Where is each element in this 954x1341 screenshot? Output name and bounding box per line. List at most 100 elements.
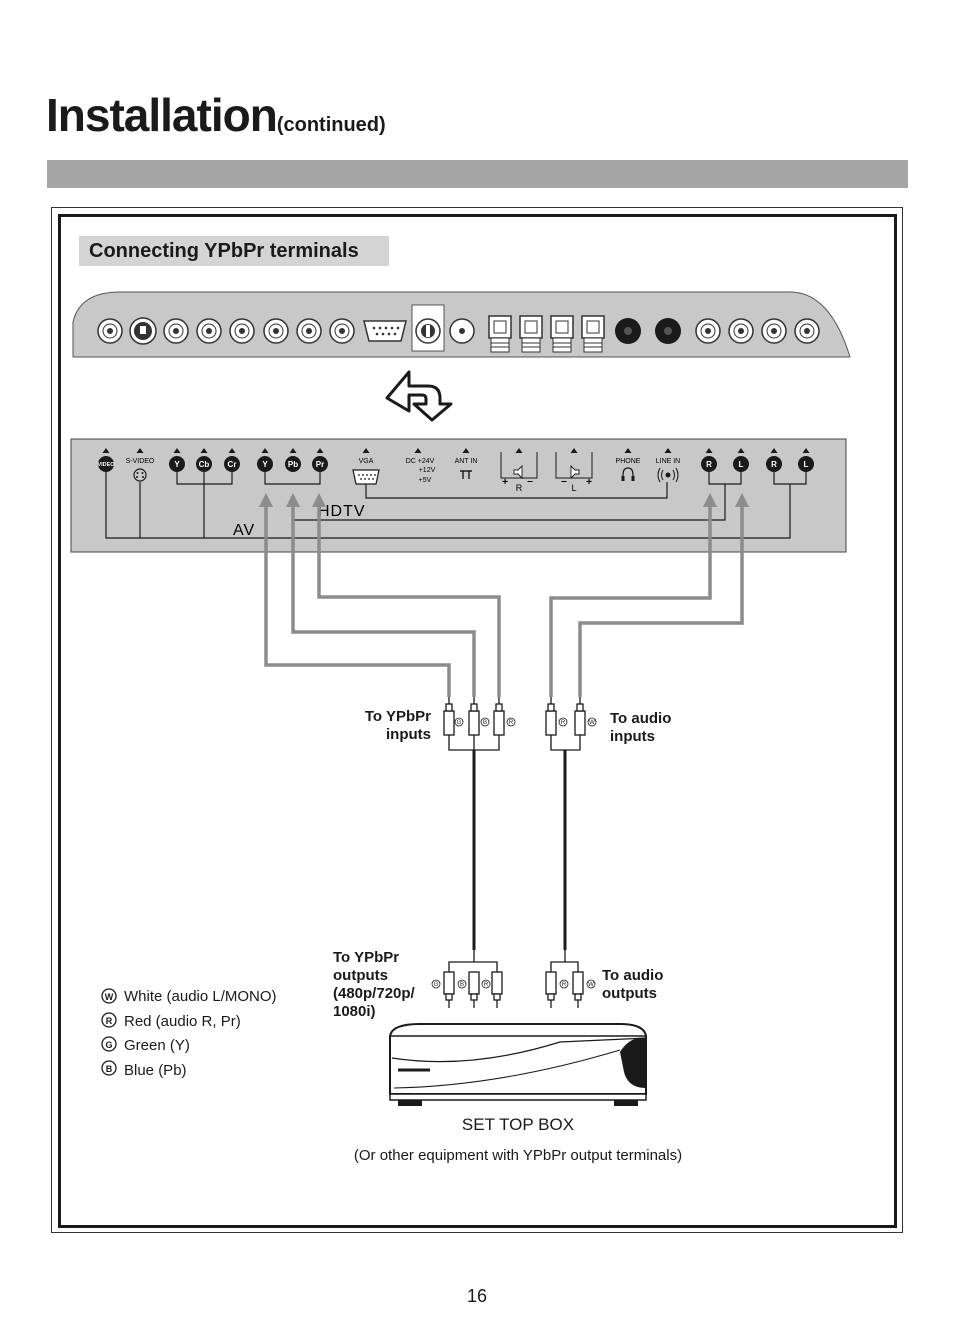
cable-plugs-audio-top [545,697,586,751]
cable-plugs-ypbpr-bottom [443,950,503,1008]
legend-item-red: R Red (audio R, Pr) [101,1012,241,1030]
rca-jack [794,318,820,344]
jack-label-phone: PHONE [616,458,641,481]
jack-label-svideo: S-VIDEO [126,458,155,482]
svg-text:+: + [502,477,508,488]
svg-text:LINE IN: LINE IN [656,458,681,465]
plug-marker-b: B [480,717,490,727]
jack-label-ant: ANT IN [455,458,478,479]
zoom-arrow-icon [385,370,453,422]
jack-label-video: VIDEO [97,456,115,472]
device-note: (Or other equipment with YPbPr output te… [354,1147,682,1164]
svg-text:R: R [484,982,489,988]
dc-power-port [411,304,445,352]
svg-text:G: G [105,1040,112,1050]
label-to-audio-inputs: To audio [610,710,671,727]
set-top-box [389,1023,647,1106]
svg-text:PHONE: PHONE [616,458,641,465]
svg-text:+5V: +5V [419,477,432,484]
svg-text:+12V: +12V [419,467,436,474]
rca-jack [728,318,754,344]
label-to-ypbpr-outputs: To YPbPr [333,949,399,966]
speaker-terminal [488,315,512,353]
legend-item-green: G Green (Y) [101,1036,190,1054]
label-to-audio-outputs: To audio [602,967,663,984]
plug-marker-r: R [506,717,516,727]
svg-text:G: G [457,720,462,726]
svg-text:R: R [706,460,712,469]
jack-label-y: Y [169,456,185,472]
svg-text:VIDEO: VIDEO [97,462,115,468]
jack-label-cr: Cr [224,456,240,472]
plug-marker-r: R [481,979,491,989]
rca-jack [163,318,189,344]
plug-marker-b: B [457,979,467,989]
page-title: Installation [46,89,278,141]
rca-jack [229,318,255,344]
page-heading: Installation(continued) [46,92,386,138]
group-label-av: AV [233,522,255,539]
section-title: Connecting YPbPr terminals [79,236,389,266]
cable-plugs-ypbpr-top [443,697,505,751]
diagram-frame [58,214,897,1228]
svg-text:Cr: Cr [228,460,237,469]
rca-jack [196,318,222,344]
plug-marker-w: W [587,717,597,727]
color-legend: W White (audio L/MONO) R Red (audio R, P… [101,988,277,1079]
plug-marker-w: W [586,979,596,989]
speaker-terminal [550,315,574,353]
svideo-jack [129,317,157,345]
svg-text:R: R [771,460,777,469]
label-to-ypbpr-outputs-2: outputs [333,967,388,984]
svg-text:R: R [516,483,523,493]
rca-jack [329,318,355,344]
jack-label-vga: VGA [352,458,380,485]
svg-text:S-VIDEO: S-VIDEO [126,458,155,465]
line-in-jack [655,318,681,344]
vga-port [363,320,407,342]
svg-text:Green (Y): Green (Y) [124,1037,190,1054]
rca-jack [296,318,322,344]
svg-text:Pb: Pb [288,460,298,469]
svg-text:–: – [561,476,567,487]
cable-plugs-audio-bottom [545,950,584,1008]
diagram-frame-outer [51,207,903,1233]
svg-text:G: G [434,982,439,988]
jack-label-pr: Pr [312,456,328,472]
jack-label-audio-l2: L [798,456,814,472]
group-label-hdtv: HDTV [318,503,366,520]
page-number: 16 [466,1286,488,1306]
plug-marker-r: R [558,717,568,727]
svg-text:B: B [483,720,487,726]
svg-text:R: R [106,1016,113,1026]
cable-wires [472,750,567,950]
svg-text:Pr: Pr [316,460,324,469]
svg-text:L: L [804,460,809,469]
label-to-ypbpr-inputs: To YPbPr [365,708,431,725]
label-to-ypbpr-outputs-3: (480p/720p/ [333,985,416,1002]
svg-text:ANT IN: ANT IN [455,458,478,465]
legend-item-white: W White (audio L/MONO) [101,988,277,1005]
plug-marker-g: G [454,717,464,727]
speaker-label-right: + – R [500,452,538,493]
terminal-panel: VIDEO S-VIDEO Y Cb Cr Y Pb Pr R L R L VG… [70,438,847,553]
headphone-jack [615,318,641,344]
speaker-terminal [581,315,605,353]
svg-text:B: B [106,1064,113,1074]
device-label: SET TOP BOX [462,1115,574,1134]
svg-text:B: B [460,982,464,988]
svg-text:VGA: VGA [359,458,374,465]
rca-jack [695,318,721,344]
jack-label-audio-l: L [733,456,749,472]
svg-text:Cb: Cb [199,460,210,469]
jack-label-dc: DC +24V +12V +5V [406,458,436,484]
page-subtitle: (continued) [276,114,386,136]
jack-label-y-hdtv: Y [257,456,273,472]
svg-text:Y: Y [174,460,180,469]
header-bar [47,160,908,188]
svg-text:L: L [571,483,576,493]
jack-label-cb: Cb [196,456,212,472]
svg-text:Y: Y [262,460,268,469]
plug-marker-r: R [559,979,569,989]
